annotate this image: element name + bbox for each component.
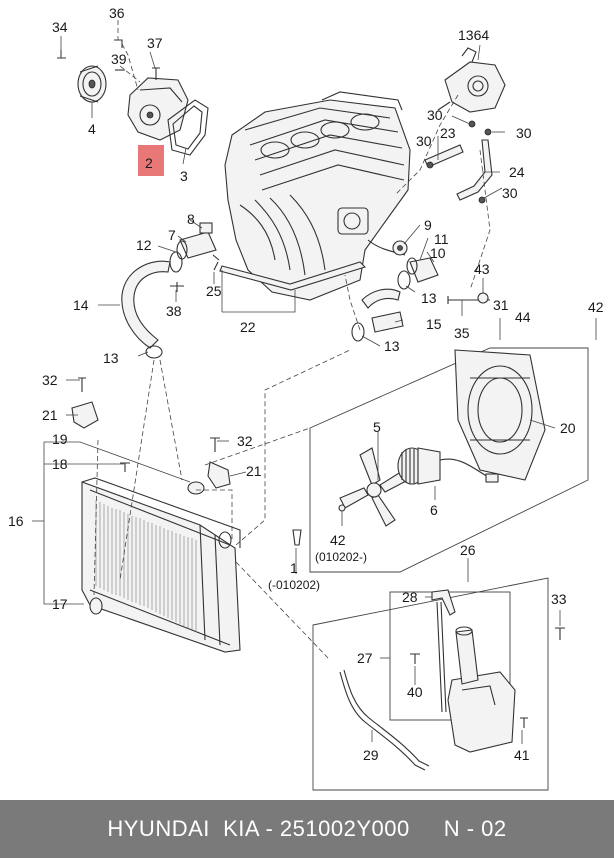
label-21a: 21 bbox=[42, 407, 58, 423]
label-16: 16 bbox=[8, 513, 24, 529]
label-26: 26 bbox=[460, 542, 476, 558]
label-28: 28 bbox=[402, 589, 418, 605]
label-20: 20 bbox=[560, 420, 576, 436]
label-30a: 30 bbox=[427, 107, 443, 123]
part-number-labels: 34 36 37 39 4 2 3 1364 30 30 30 30 23 24… bbox=[8, 5, 604, 763]
label-35: 35 bbox=[454, 325, 470, 341]
label-29: 29 bbox=[363, 747, 379, 763]
label-17: 17 bbox=[52, 596, 68, 612]
label-4: 4 bbox=[88, 121, 96, 137]
label-9: 9 bbox=[424, 217, 432, 233]
label-25: 25 bbox=[206, 283, 222, 299]
label-43: 43 bbox=[474, 261, 490, 277]
label-12: 12 bbox=[136, 237, 152, 253]
inlet-fittings bbox=[121, 222, 490, 359]
fan-assembly bbox=[309, 347, 589, 573]
footer-page-code: N - 02 bbox=[443, 816, 507, 841]
exploded-parts-diagram: 34 36 37 39 4 2 3 1364 30 30 30 30 23 24… bbox=[8, 5, 604, 791]
reservoir-assembly bbox=[235, 561, 565, 791]
engine-block bbox=[224, 91, 411, 301]
label-36: 36 bbox=[109, 5, 125, 21]
label-31: 31 bbox=[493, 297, 509, 313]
label-3: 3 bbox=[180, 168, 188, 184]
label-30b: 30 bbox=[516, 125, 532, 141]
label-14: 14 bbox=[73, 297, 89, 313]
radiator-date-note: (-010202) bbox=[268, 578, 320, 592]
label-18: 18 bbox=[52, 456, 68, 472]
label-6: 6 bbox=[430, 502, 438, 518]
label-13c: 13 bbox=[384, 338, 400, 354]
label-37: 37 bbox=[147, 35, 163, 51]
label-1364: 1364 bbox=[458, 27, 489, 43]
label-13a: 13 bbox=[103, 350, 119, 366]
label-30d: 30 bbox=[502, 185, 518, 201]
fan-date-note: (010202-) bbox=[315, 550, 367, 564]
radiator bbox=[71, 377, 302, 653]
fan-motor bbox=[397, 447, 499, 485]
label-5: 5 bbox=[373, 419, 381, 435]
bypass-hoses bbox=[424, 120, 493, 204]
label-44: 44 bbox=[515, 309, 531, 325]
label-23: 23 bbox=[440, 125, 456, 141]
label-34: 34 bbox=[52, 19, 68, 35]
label-2: 2 bbox=[145, 155, 153, 171]
label-21b: 21 bbox=[246, 463, 262, 479]
highlight-box bbox=[138, 145, 164, 176]
label-1: 1 bbox=[290, 560, 298, 576]
label-42b: 42 bbox=[330, 532, 346, 548]
label-33: 33 bbox=[551, 591, 567, 607]
fan-blade bbox=[339, 447, 409, 527]
label-30c: 30 bbox=[416, 133, 432, 149]
thermostat-housing bbox=[437, 47, 506, 113]
label-39: 39 bbox=[111, 51, 127, 67]
label-13b: 13 bbox=[421, 290, 437, 306]
label-22: 22 bbox=[240, 319, 256, 335]
label-41: 41 bbox=[514, 747, 530, 763]
label-38: 38 bbox=[166, 303, 182, 319]
label-11: 11 bbox=[434, 231, 449, 247]
label-19: 19 bbox=[52, 431, 68, 447]
label-32b: 32 bbox=[237, 433, 253, 449]
label-32a: 32 bbox=[42, 372, 58, 388]
label-27: 27 bbox=[357, 650, 373, 666]
water-pump-group bbox=[57, 39, 209, 156]
footer-bar: HYUNDAI KIA - 251002Y000 N - 02 bbox=[0, 800, 614, 858]
label-7: 7 bbox=[168, 227, 176, 243]
label-15: 15 bbox=[426, 316, 442, 332]
label-10: 10 bbox=[430, 245, 446, 261]
label-24: 24 bbox=[509, 164, 525, 180]
label-40: 40 bbox=[407, 684, 423, 700]
label-42a: 42 bbox=[588, 299, 604, 315]
leader-lines bbox=[32, 20, 597, 744]
label-8: 8 bbox=[187, 211, 195, 227]
footer-part-info: HYUNDAI KIA - 251002Y000 bbox=[107, 816, 410, 841]
